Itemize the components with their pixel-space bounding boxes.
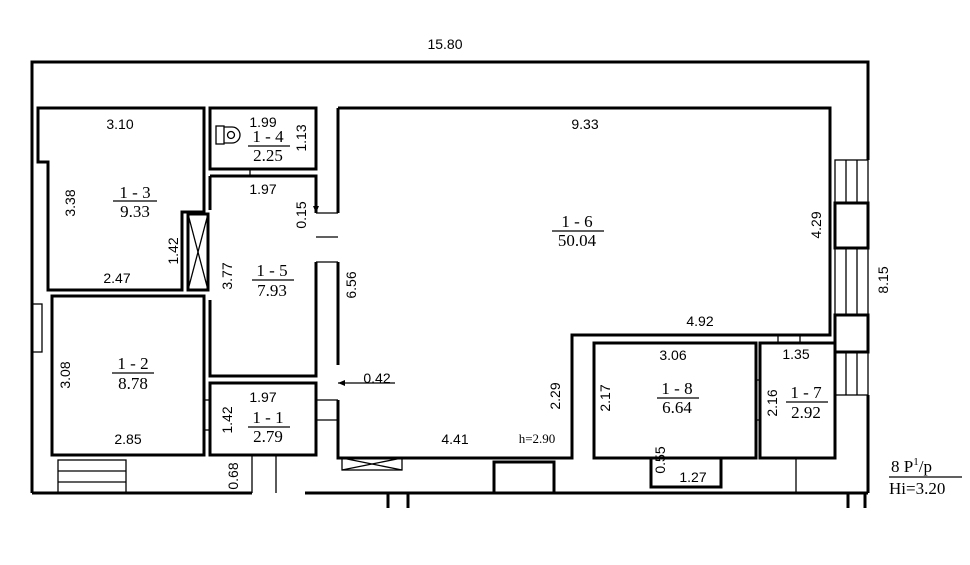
room-1-8-walls: [592, 341, 758, 460]
shaft: [186, 212, 210, 292]
overall-width: 15.80: [427, 36, 462, 52]
arrow-0-15: [313, 180, 319, 213]
room-1-1-walls: [208, 381, 318, 457]
room-1-6-top: 9.33: [571, 116, 598, 132]
room-1-6-walls: [336, 106, 832, 460]
room-1-3-top: 3.10: [106, 116, 133, 132]
room-1-8-side: 2.17: [597, 384, 613, 411]
bottom-niche: [492, 460, 556, 495]
room-1-3-niche: 1.42: [165, 237, 181, 264]
room-1-5-top: 1.97: [249, 181, 276, 197]
room-1-8-top: 3.06: [659, 347, 686, 363]
room-1-6-bottom: 4.41: [441, 431, 468, 447]
room-1-3-walls: [36, 106, 206, 292]
room-1-2-id: 1 - 2: [117, 354, 148, 373]
outer-wall: [30, 60, 870, 493]
room-1-7-side: 2.16: [764, 389, 780, 416]
stamp-line1-end: /p: [919, 457, 932, 476]
room-1-4-side: 1.13: [293, 124, 309, 151]
stamp-sup: 1: [913, 456, 919, 468]
room-1-8-nook: 0.55: [652, 446, 668, 473]
room-1-7-walls: [758, 341, 837, 460]
stamp-line1: 8 P: [891, 457, 913, 476]
room-1-3-side: 3.38: [62, 189, 78, 216]
room-1-6-offset: 0.42: [363, 370, 390, 386]
room-1-7-top: 1.35: [782, 346, 809, 362]
room-1-3-id: 1 - 3: [119, 183, 150, 202]
floor-stamp: 8 P1/p Hi=3.20: [889, 456, 962, 498]
room-1-8-nook-width: 1.27: [679, 469, 706, 485]
window-right-upper: [834, 159, 869, 204]
pier-right: [833, 201, 870, 250]
room-1-2-area: 8.78: [118, 374, 148, 393]
room-1-7-id: 1 - 7: [790, 383, 822, 402]
room-1-7-area: 2.92: [791, 403, 821, 422]
room-1-2-side: 3.08: [57, 361, 73, 388]
bottom-posts: [386, 458, 867, 508]
room-1-5-gap: 0.15: [293, 201, 309, 228]
entrance-steps: [57, 459, 127, 494]
overall-height: 8.15: [875, 266, 891, 293]
svg-text:8 P1/p: 8 P1/p: [891, 456, 932, 476]
room-1-1-area: 2.79: [253, 427, 283, 446]
room-1-1-step: 0.68: [225, 462, 241, 489]
room-1-8-id: 1 - 8: [661, 379, 692, 398]
window-left: [31, 303, 43, 353]
window-right-lower: [834, 351, 869, 396]
arrow-0-42: [338, 380, 395, 386]
room-1-6-left: 6.56: [343, 271, 359, 298]
room-1-6-mid: 4.92: [686, 313, 713, 329]
room-1-6-id: 1 - 6: [561, 212, 592, 231]
room-1-4-id: 1 - 4: [252, 127, 284, 146]
room-1-6-area: 50.04: [558, 231, 597, 250]
room-1-4-top: 1.99: [249, 114, 276, 130]
room-1-4-area: 2.25: [253, 146, 283, 165]
room-1-6-inner: 2.29: [547, 382, 563, 409]
room-1-1-top: 1.97: [249, 389, 276, 405]
room-1-1-side: 1.42: [219, 406, 235, 433]
pier-right-2: [833, 313, 870, 354]
toilet-icon: [215, 125, 241, 145]
room-1-6-right: 4.29: [808, 211, 824, 238]
room-1-2-walls: [50, 294, 206, 457]
room-1-8-area: 6.64: [662, 398, 692, 417]
room-1-5-id: 1 - 5: [256, 261, 287, 280]
stamp-line2: Hi=3.20: [889, 479, 945, 498]
room-1-1-id: 1 - 1: [252, 408, 283, 427]
room-1-2-bottom: 2.85: [114, 431, 141, 447]
room-1-3-bottom: 2.47: [103, 270, 130, 286]
floor-vent: [341, 457, 403, 471]
room-1-3-area: 9.33: [120, 202, 150, 221]
window-right-middle: [834, 247, 869, 316]
room-1-5-side: 3.77: [219, 262, 235, 289]
room-1-5-area: 7.93: [257, 281, 287, 300]
room-1-8-nook: [649, 458, 723, 489]
room-1-6-height: h=2.90: [519, 431, 556, 446]
